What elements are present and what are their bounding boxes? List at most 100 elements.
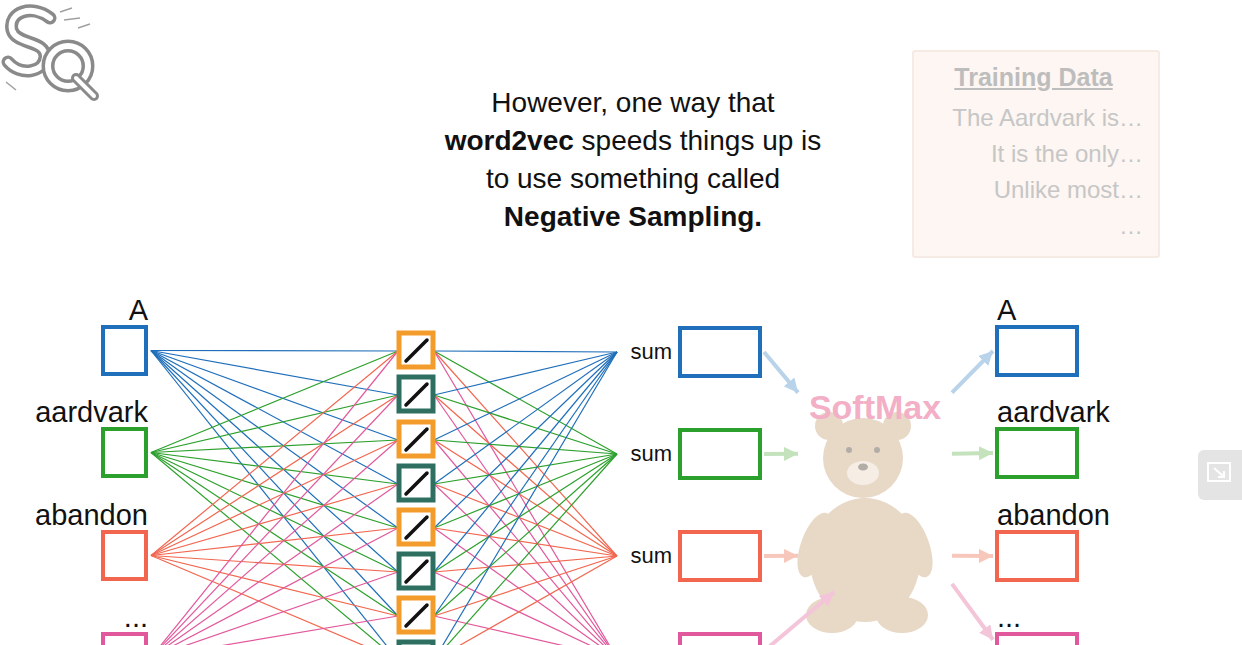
weight-line xyxy=(434,484,617,556)
output-box: aardvark xyxy=(995,427,1079,479)
arrow xyxy=(764,352,798,393)
weight-line xyxy=(151,351,398,556)
weight-line xyxy=(434,352,617,484)
weight-line xyxy=(151,395,398,453)
relu-slash xyxy=(406,429,427,450)
title-word: things xyxy=(680,125,755,156)
activation-box xyxy=(399,466,433,500)
weight-line xyxy=(151,616,398,645)
weight-line xyxy=(151,440,398,645)
statquest-logo xyxy=(6,8,94,96)
title-word: up xyxy=(762,125,793,156)
weight-line xyxy=(151,395,398,645)
weight-line xyxy=(434,352,617,528)
activation-box xyxy=(399,598,433,632)
sum-box: sum xyxy=(678,428,762,480)
weight-line xyxy=(151,453,398,573)
title-word: something xyxy=(570,163,699,194)
relu-slash xyxy=(406,561,427,582)
relu-slash xyxy=(406,384,427,405)
input-box: A xyxy=(101,325,148,376)
weight-line xyxy=(434,454,617,645)
activation-square xyxy=(399,422,433,456)
video-control-icon xyxy=(1198,450,1242,500)
word-label: A xyxy=(129,295,148,327)
weight-line xyxy=(434,556,617,572)
weight-line xyxy=(151,351,398,645)
weight-line xyxy=(434,556,617,645)
title-word: speeds xyxy=(582,125,672,156)
word-label: A xyxy=(997,295,1016,327)
sum-box: sum xyxy=(678,326,762,378)
weight-line xyxy=(151,395,398,556)
input-box: aardvark xyxy=(101,427,148,478)
sum-box xyxy=(680,634,760,645)
title-word: use xyxy=(517,163,562,194)
training-sentence: … xyxy=(924,208,1143,244)
weight-line xyxy=(434,351,617,454)
arrow xyxy=(764,452,798,456)
arrow xyxy=(952,351,993,393)
word-label: ... xyxy=(124,602,148,634)
weight-line xyxy=(434,351,617,556)
teddy-bear xyxy=(790,412,940,633)
weight-line xyxy=(434,352,617,440)
arrow xyxy=(952,584,993,640)
weight-line xyxy=(434,352,617,645)
weight-line xyxy=(151,440,398,556)
title-word: is xyxy=(801,125,821,156)
output-box: abandon xyxy=(995,530,1079,582)
word-label: abandon xyxy=(35,500,148,532)
relu-slash xyxy=(406,473,427,494)
relu-slash xyxy=(406,340,427,361)
input-box: abandon xyxy=(101,530,148,581)
weight-line xyxy=(151,350,398,352)
title-word: called xyxy=(707,163,780,194)
title-word: to xyxy=(486,163,509,194)
weight-line xyxy=(151,351,398,453)
title-word: way xyxy=(670,87,720,118)
weight-line xyxy=(151,528,398,556)
sum-label: sum xyxy=(630,340,672,364)
weight-line xyxy=(151,351,398,645)
weight-line xyxy=(434,454,617,484)
weight-line xyxy=(151,440,398,453)
network-wires xyxy=(151,351,617,645)
activation-square xyxy=(399,466,433,500)
title-word: one xyxy=(616,87,663,118)
sum-box: sum xyxy=(678,530,762,582)
activation-box xyxy=(399,642,433,645)
word-label: aardvark xyxy=(997,397,1110,429)
activation-box xyxy=(399,554,433,588)
softmax-node: SoftMax xyxy=(800,385,950,640)
weight-line xyxy=(434,454,617,572)
weight-line xyxy=(434,395,617,454)
activation-square xyxy=(399,377,433,411)
activation-square xyxy=(399,554,433,588)
weight-line xyxy=(434,395,617,556)
activation-box xyxy=(399,510,433,544)
relu-slash xyxy=(406,517,427,538)
softmax-label: SoftMax xyxy=(800,387,950,427)
weight-line xyxy=(151,528,398,645)
activation-square xyxy=(399,642,433,645)
weight-line xyxy=(434,528,617,645)
input-box: ... xyxy=(101,632,148,645)
arrow xyxy=(770,592,834,645)
relu-slash xyxy=(406,605,427,626)
weight-line xyxy=(434,484,617,645)
word-label: abandon xyxy=(997,500,1110,532)
weight-line xyxy=(151,351,398,573)
weight-line xyxy=(151,351,398,441)
weight-line xyxy=(151,351,398,396)
arrow xyxy=(952,451,993,456)
weight-line xyxy=(434,616,617,645)
word-label: aardvark xyxy=(35,397,148,429)
weight-line xyxy=(434,528,617,556)
activation-box xyxy=(399,333,433,367)
title-word: Sampling. xyxy=(628,201,762,232)
sum-label: sum xyxy=(630,442,672,466)
weight-line xyxy=(434,352,617,572)
weight-line xyxy=(151,484,398,645)
weight-line xyxy=(434,352,617,395)
